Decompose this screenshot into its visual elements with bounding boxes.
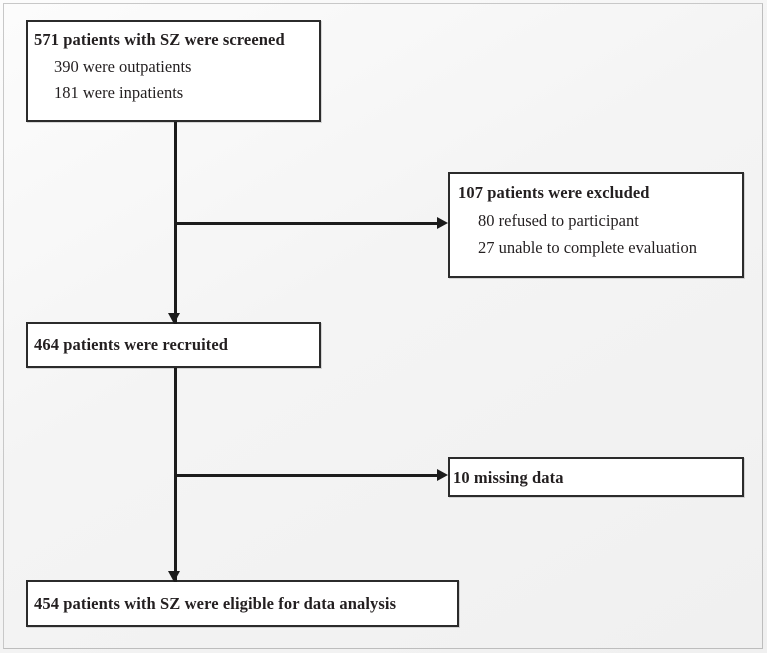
connector-recruited-to-missing-line — [176, 474, 439, 477]
arrow-down-icon-screened-to-recruited — [168, 313, 180, 324]
node-recruited-heading: 464 patients were recruited — [34, 335, 229, 354]
connector-screened-to-excluded-line — [176, 222, 439, 225]
arrow-right-icon-recruited-to-missing — [437, 469, 448, 481]
node-missing-data-heading: 10 missing data — [453, 468, 564, 487]
node-excluded-detail-unable: 27 unable to complete evaluation — [478, 238, 698, 257]
node-missing-data: 10 missing data — [448, 457, 744, 497]
node-screened: 571 patients with SZ were screened 390 w… — [26, 20, 321, 122]
node-excluded: 107 patients were excluded 80 refused to… — [448, 172, 744, 278]
node-recruited: 464 patients were recruited — [26, 322, 321, 368]
node-eligible-heading: 454 patients with SZ were eligible for d… — [34, 594, 397, 613]
arrow-right-icon-screened-to-excluded — [437, 217, 448, 229]
connector-recruited-to-eligible-line — [174, 368, 177, 582]
node-screened-detail-inpatients: 181 were inpatients — [54, 83, 184, 102]
connector-screened-to-recruited-line — [174, 122, 177, 324]
node-eligible: 454 patients with SZ were eligible for d… — [26, 580, 459, 627]
arrow-down-icon-recruited-to-eligible — [168, 571, 180, 582]
node-excluded-detail-refused: 80 refused to participant — [478, 211, 639, 230]
node-screened-detail-outpatients: 390 were outpatients — [54, 57, 192, 76]
node-screened-heading: 571 patients with SZ were screened — [34, 30, 285, 49]
node-excluded-heading: 107 patients were excluded — [458, 183, 650, 202]
